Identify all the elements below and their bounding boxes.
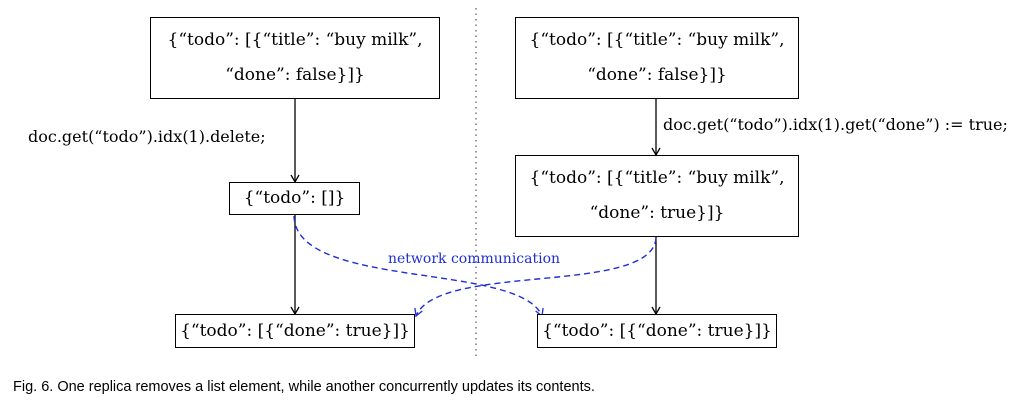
network-path-right-to-left xyxy=(414,237,657,318)
right-initial-state-line-1: {“todo”: [{“title”: “buy milk”, xyxy=(529,30,785,50)
right-after-update-line-1: {“todo”: [{“title”: “buy milk”, xyxy=(529,168,785,188)
figure-caption: Fig. 6. One replica removes a list eleme… xyxy=(13,379,595,395)
right-after-update-line-2: “done”: true}]} xyxy=(589,203,725,223)
right-initial-state-box: {“todo”: [{“title”: “buy milk”, “done”: … xyxy=(515,17,799,99)
network-path-left-to-right xyxy=(293,215,544,318)
network-communication-label: network communication xyxy=(388,251,561,267)
right-initial-state-line-2: “done”: false}]} xyxy=(587,65,727,85)
left-initial-state-box: {“todo”: [{“title”: “buy milk”, “done”: … xyxy=(150,17,440,99)
left-after-delete-box: {“todo”: []} xyxy=(229,182,360,215)
left-initial-state-line-1: {“todo”: [{“title”: “buy milk”, xyxy=(167,30,423,50)
right-operation-label: doc.get(“todo”).idx(1).get(“done”) := tr… xyxy=(663,115,1008,134)
left-final-state-box: {“todo”: [{“done”: true}]} xyxy=(175,314,415,348)
left-operation-label: doc.get(“todo”).idx(1).delete; xyxy=(28,127,266,146)
right-after-update-box: {“todo”: [{“title”: “buy milk”, “done”: … xyxy=(515,155,799,237)
right-final-state-box: {“todo”: [{“done”: true}]} xyxy=(537,314,777,348)
left-initial-state-line-2: “done”: false}]} xyxy=(225,65,365,85)
left-final-state-text: {“todo”: [{“done”: true}]} xyxy=(180,320,410,341)
left-after-delete-text: {“todo”: []} xyxy=(243,188,346,208)
right-final-state-text: {“todo”: [{“done”: true}]} xyxy=(542,320,772,341)
